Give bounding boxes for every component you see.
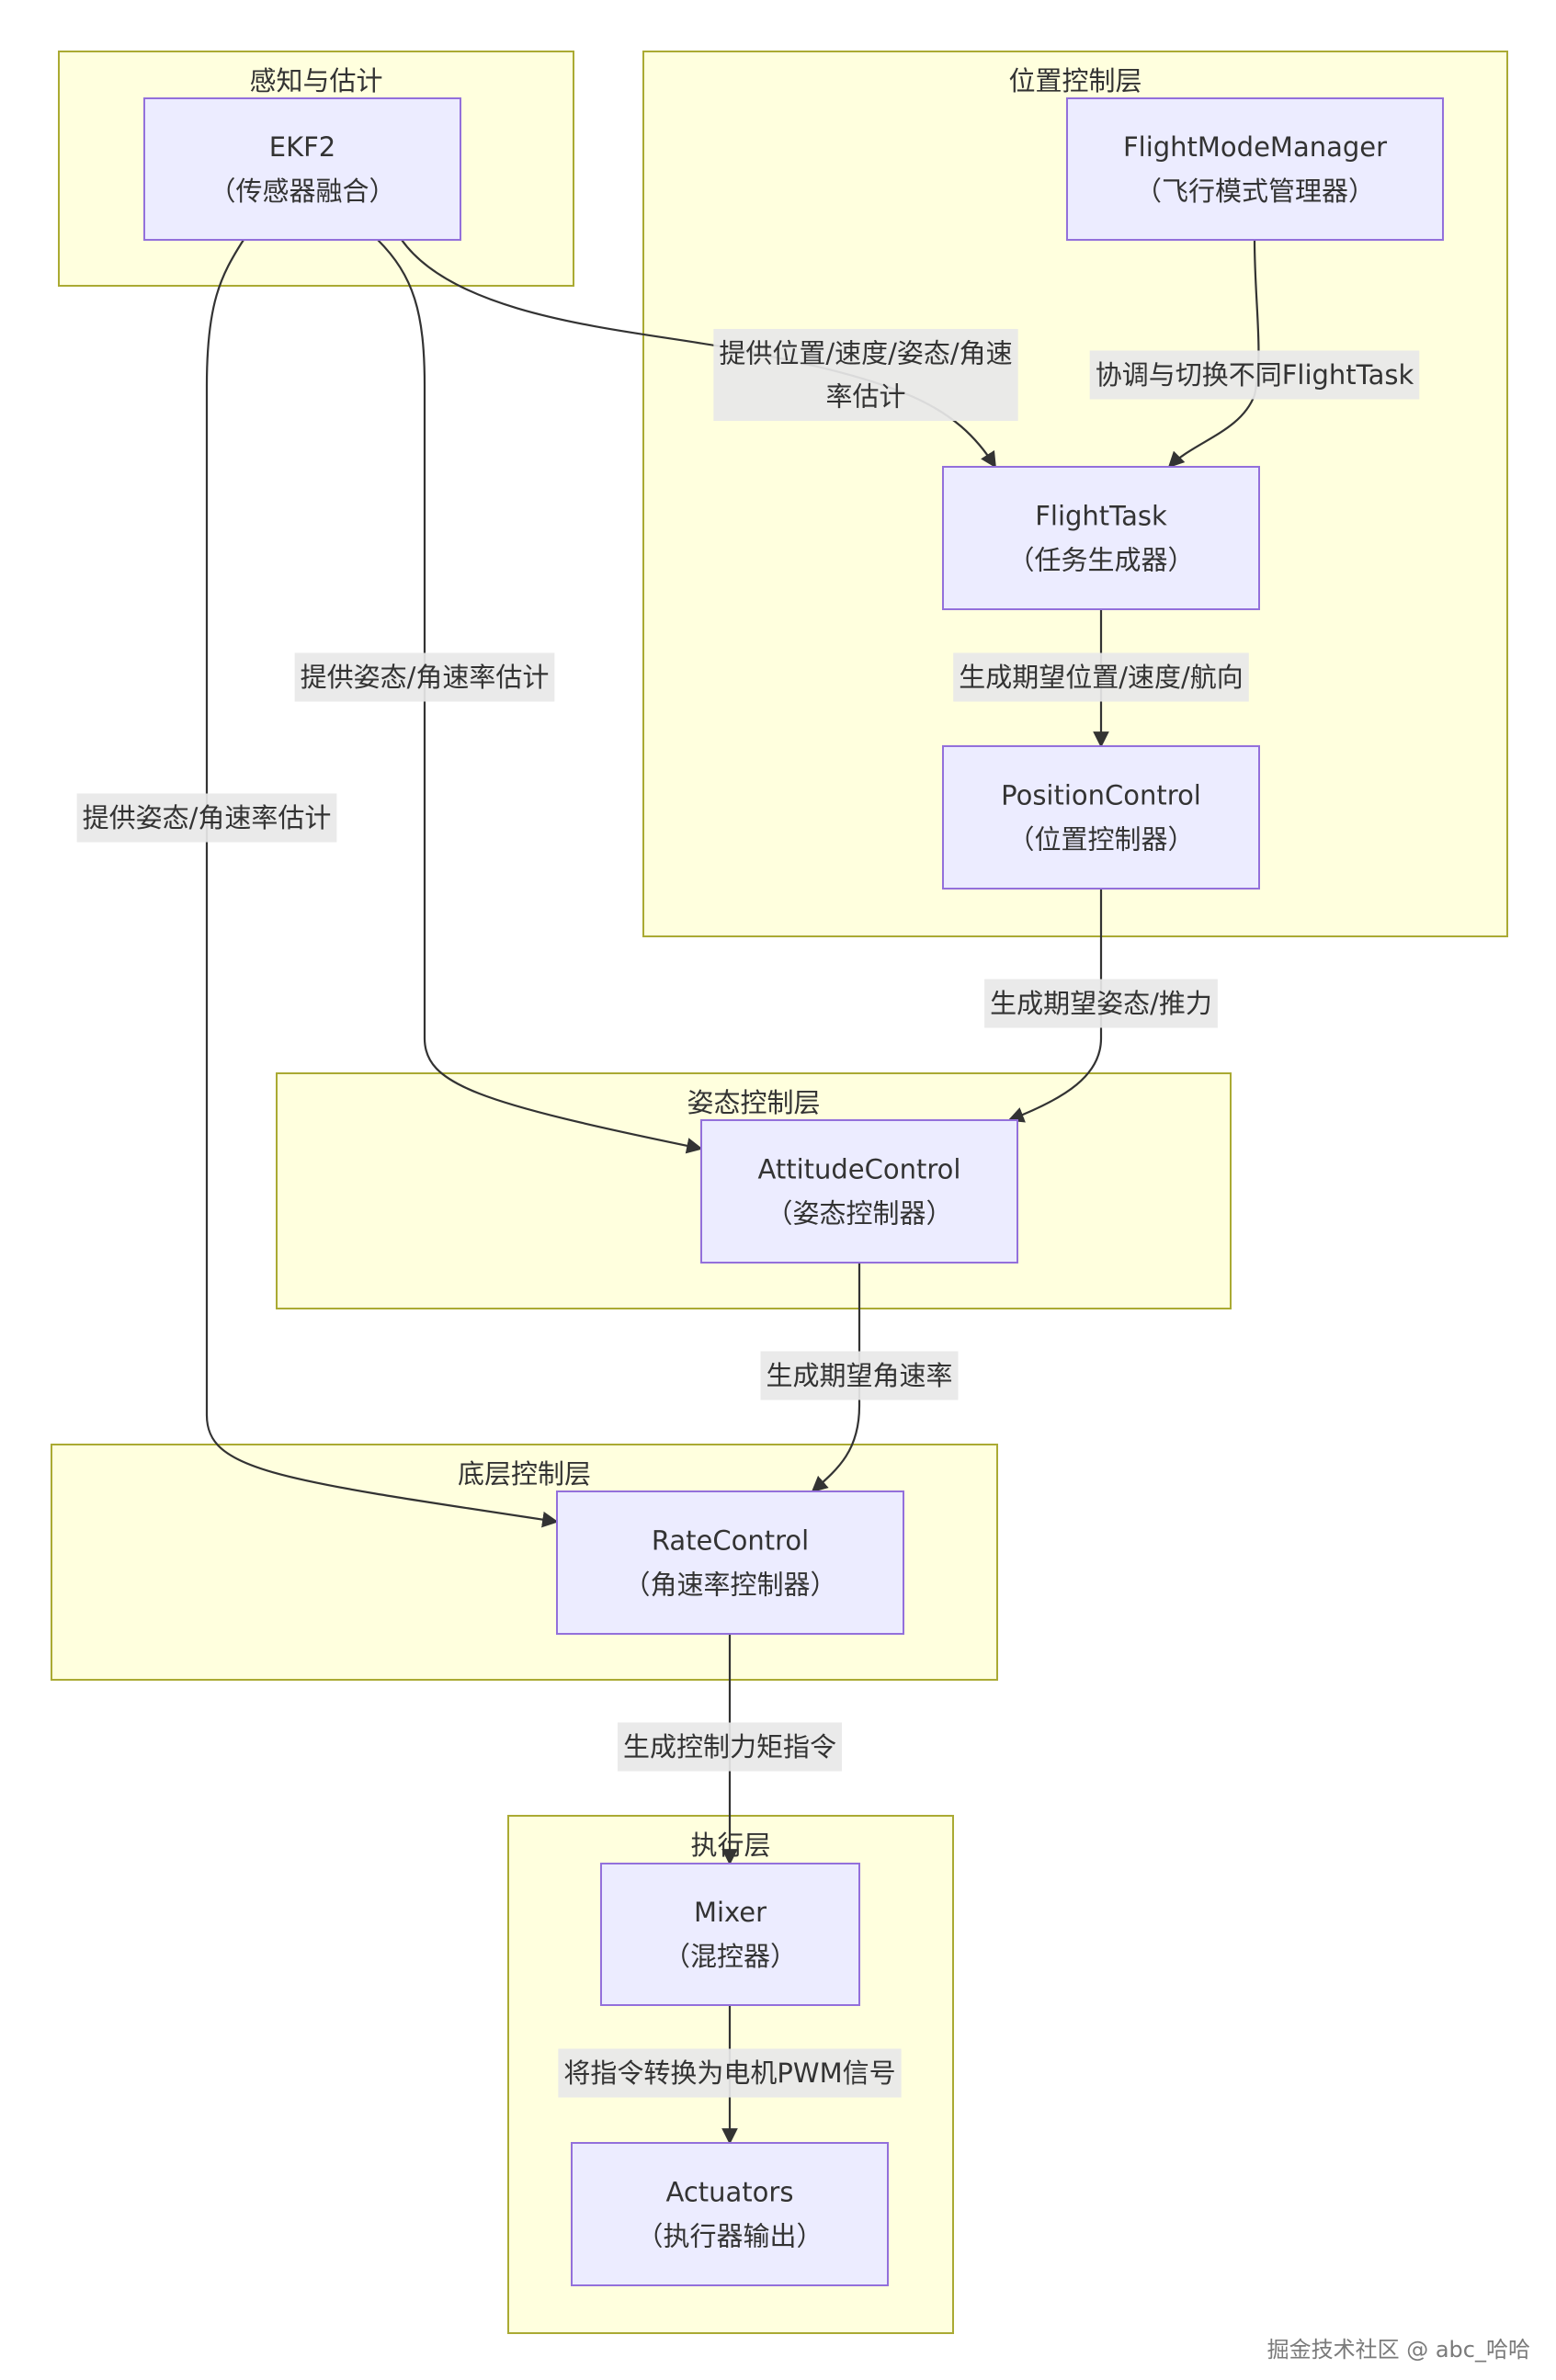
node-desc: （传感器融合） bbox=[209, 176, 395, 207]
node-fmm[interactable]: FlightModeManager （飞行模式管理器） bbox=[1066, 97, 1444, 241]
watermark: 掘金技术社区 @ abc_哈哈 bbox=[1266, 2337, 1530, 2363]
edge-label-text: 提供姿态/角速率估计 bbox=[83, 802, 332, 833]
node-box bbox=[942, 745, 1260, 890]
edge-label-background bbox=[558, 2048, 902, 2098]
node-poscontrol[interactable]: PositionControl （位置控制器） bbox=[942, 745, 1260, 890]
node-desc: （角速率控制器） bbox=[623, 1570, 836, 1601]
edge-label-background bbox=[953, 652, 1249, 702]
edge-label-fmm-flighttask: 协调与切换不同FlightTask bbox=[1089, 350, 1420, 400]
edge-ekf2-attcontrol bbox=[377, 239, 703, 1154]
node-desc: （飞行模式管理器） bbox=[1135, 176, 1375, 207]
edge-label-text: 协调与切换不同FlightTask bbox=[1096, 359, 1414, 391]
cluster-title: 姿态控制层 bbox=[687, 1087, 820, 1118]
edge-label-background bbox=[984, 979, 1218, 1028]
node-ekf2[interactable]: EKF2 （传感器融合） bbox=[143, 97, 461, 241]
node-name: RateControl bbox=[652, 1525, 809, 1557]
node-box bbox=[1066, 97, 1444, 241]
edge-label-background bbox=[76, 793, 337, 843]
edge-label-attcontrol-ratecontrol: 生成期望角速率 bbox=[760, 1351, 959, 1400]
edge-label-text: 生成期望姿态/推力 bbox=[990, 988, 1212, 1019]
node-desc: （任务生成器） bbox=[1007, 545, 1194, 576]
edge-label-ekf2-ratecontrol: 提供姿态/角速率估计 bbox=[76, 793, 337, 843]
node-name: AttitudeControl bbox=[758, 1154, 961, 1185]
node-desc: （执行器输出） bbox=[636, 2221, 823, 2252]
node-box bbox=[143, 97, 461, 241]
edge-attcontrol-ratecontrol bbox=[811, 1263, 861, 1493]
node-actuators[interactable]: Actuators （执行器输出） bbox=[571, 2142, 889, 2286]
node-name: EKF2 bbox=[269, 131, 335, 163]
edge-label-background bbox=[713, 329, 1018, 421]
edge-label-text: 生成控制力矩指令 bbox=[623, 1731, 836, 1762]
node-name: Actuators bbox=[666, 2177, 794, 2208]
edge-label-background bbox=[294, 652, 555, 702]
edge-poscontrol-attcontrol bbox=[1007, 889, 1103, 1123]
edge-label-background bbox=[1089, 350, 1420, 400]
node-box bbox=[571, 2142, 889, 2286]
edge-label-ekf2-attcontrol: 提供姿态/角速率估计 bbox=[294, 652, 555, 702]
edge-label-background bbox=[760, 1351, 959, 1400]
node-box bbox=[700, 1119, 1018, 1264]
node-name: FlightTask bbox=[1035, 501, 1167, 532]
edge-label-ratecontrol-mixer: 生成控制力矩指令 bbox=[617, 1722, 843, 1772]
edge-label-flighttask-poscontrol: 生成期望位置/速度/航向 bbox=[953, 652, 1249, 702]
edge-label-background bbox=[617, 1722, 843, 1772]
node-box bbox=[600, 1863, 860, 2006]
edge-label-ekf2-flighttask: 提供位置/速度/姿态/角速率估计 bbox=[713, 329, 1018, 421]
node-flighttask[interactable]: FlightTask （任务生成器） bbox=[942, 466, 1260, 610]
node-desc: （位置控制器） bbox=[1007, 824, 1194, 856]
cluster-title: 感知与估计 bbox=[249, 65, 382, 96]
edge-label-text: 生成期望位置/速度/航向 bbox=[959, 662, 1244, 693]
cluster-title: 底层控制层 bbox=[458, 1458, 591, 1490]
edge-label-poscontrol-attcontrol: 生成期望姿态/推力 bbox=[984, 979, 1218, 1028]
edge-label-text: 率估计 bbox=[825, 381, 905, 413]
node-box bbox=[942, 466, 1260, 610]
edge-ekf2-ratecontrol bbox=[205, 239, 559, 1528]
node-box bbox=[556, 1490, 904, 1635]
node-name: FlightModeManager bbox=[1123, 131, 1387, 163]
node-desc: （混控器） bbox=[664, 1941, 797, 1972]
edge-label-text: 提供姿态/角速率估计 bbox=[301, 662, 550, 693]
node-attcontrol[interactable]: AttitudeControl （姿态控制器） bbox=[700, 1119, 1018, 1264]
node-mixer[interactable]: Mixer （混控器） bbox=[600, 1863, 860, 2006]
edge-label-text: 提供位置/速度/姿态/角速 bbox=[719, 338, 1012, 369]
edge-label-text: 生成期望角速率 bbox=[766, 1360, 952, 1391]
node-ratecontrol[interactable]: RateControl （角速率控制器） bbox=[556, 1490, 904, 1635]
node-name: Mixer bbox=[694, 1897, 767, 1928]
node-name: PositionControl bbox=[1001, 780, 1201, 811]
cluster-title: 位置控制层 bbox=[1008, 65, 1141, 96]
edge-label-mixer-actuators: 将指令转换为电机PWM信号 bbox=[558, 2048, 902, 2098]
node-desc: （姿态控制器） bbox=[766, 1198, 952, 1230]
edge-label-text: 将指令转换为电机PWM信号 bbox=[563, 2057, 895, 2089]
